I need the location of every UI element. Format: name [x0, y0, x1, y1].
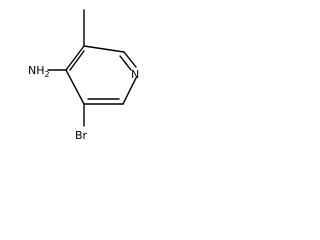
ring-nitrogen-label: N — [131, 68, 139, 81]
amine-label-subscript: 2 — [45, 70, 50, 79]
bond-c4-c5 — [65, 45, 85, 71]
structure-canvas: NH2 N Br — [0, 0, 150, 150]
bond-c6-n1 — [123, 51, 137, 68]
bromine-label: Br — [75, 129, 88, 142]
bond-c5-c6 — [83, 45, 125, 53]
bond-n1-c2 — [122, 77, 137, 105]
amine-label: NH2 — [28, 64, 50, 79]
bond-c6-n1-double-inner — [119, 55, 132, 71]
amine-label-main: NH — [28, 64, 45, 77]
bond-c3-c4 — [65, 69, 85, 105]
bond-c4-c5-double-inner — [69, 50, 85, 71]
molecule-structure: NH2 N Br — [28, 9, 139, 142]
